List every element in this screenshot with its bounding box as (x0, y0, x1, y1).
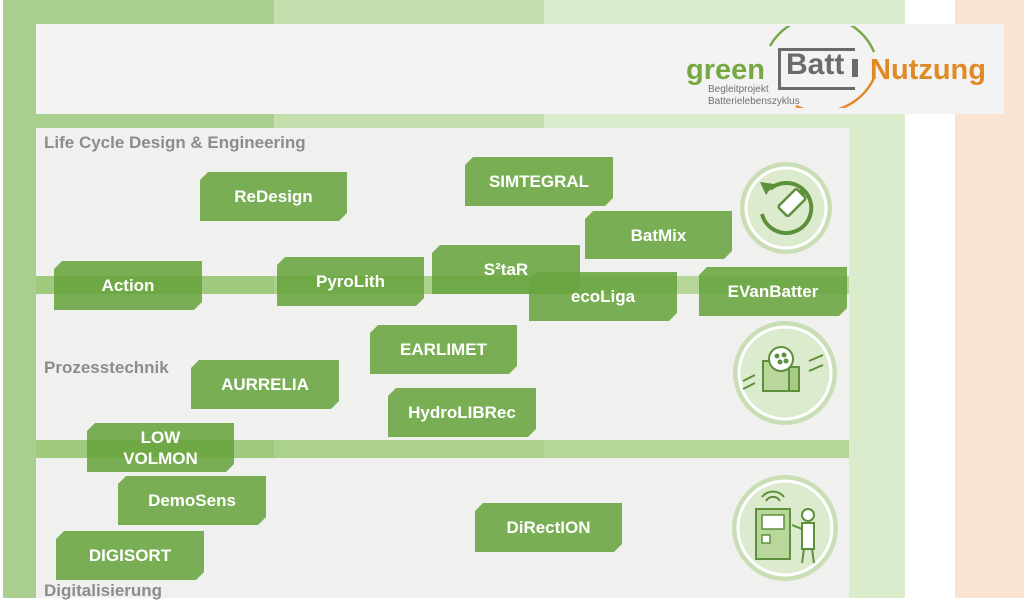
project-label: HydroLIBRec (408, 403, 516, 422)
project-label: ReDesign (234, 187, 313, 206)
project-label: PyroLith (316, 272, 385, 291)
project-direction[interactable]: DiRectION (475, 503, 622, 552)
project-pyrolith[interactable]: PyroLith (277, 257, 424, 306)
project-hydrolibrec[interactable]: HydroLIBRec (388, 388, 536, 437)
header-bar (36, 24, 1004, 114)
project-ecoliga[interactable]: ecoLiga (529, 272, 677, 321)
section-label-process: Prozesstechnik (44, 358, 169, 377)
process-machine-icon (733, 321, 837, 425)
logo-word-green: green (686, 54, 765, 86)
project-label: DemoSens (148, 491, 236, 510)
project-label: S²taR (483, 260, 529, 279)
project-demosens[interactable]: DemoSens (118, 476, 266, 525)
project-digisort[interactable]: DIGISORT (56, 531, 204, 580)
logo-word-batt: Batt (786, 48, 845, 81)
project-batmix[interactable]: BatMix (585, 211, 732, 259)
project-action[interactable]: Action (54, 261, 202, 310)
project-label: SIMTEGRAL (488, 172, 590, 191)
logo-battery-frame (778, 48, 858, 90)
logo-subtitle-1: Begleitprojekt (708, 84, 769, 95)
project-lowvolmon[interactable]: LOW VOLMON (87, 423, 234, 472)
project-label: DIGISORT (88, 546, 172, 565)
project-earlimet[interactable]: EARLIMET (370, 325, 517, 374)
logo-arc-icon (768, 26, 876, 108)
project-aurrelia[interactable]: AURRELIA (191, 360, 339, 409)
project-evanbatter[interactable]: EVanBatter (699, 267, 847, 316)
project-label: BatMix (630, 225, 687, 245)
band-lower (36, 440, 849, 458)
project-redesign[interactable]: ReDesign (200, 172, 347, 221)
logo-word-nutzung: Nutzung (870, 54, 986, 86)
project-simtegral[interactable]: SIMTEGRAL (465, 157, 613, 206)
section-label-lifecycle: Life Cycle Design & Engineering (44, 133, 306, 152)
project-label-wrap: LOW VOLMON (123, 427, 198, 469)
project-label: ecoLiga (570, 287, 636, 306)
project-label: DiRectION (506, 518, 591, 537)
battery-recycle-icon (740, 162, 832, 254)
project-label-line2: VOLMON (123, 448, 198, 468)
logo-subtitle-2: Batterielebenszyklus (708, 96, 800, 107)
digital-worker-icon (732, 475, 838, 581)
project-label: AURRELIA (221, 375, 309, 394)
project-label: Action (101, 276, 155, 295)
project-label-line1: LOW (140, 427, 181, 447)
section-label-digital: Digitalisierung (44, 581, 163, 600)
green-batt-nutzung-logo: green Batt Nutzung Begleitprojekt Batter… (686, 26, 996, 108)
project-label: EVanBatter (727, 282, 819, 301)
project-label: EARLIMET (400, 340, 487, 359)
